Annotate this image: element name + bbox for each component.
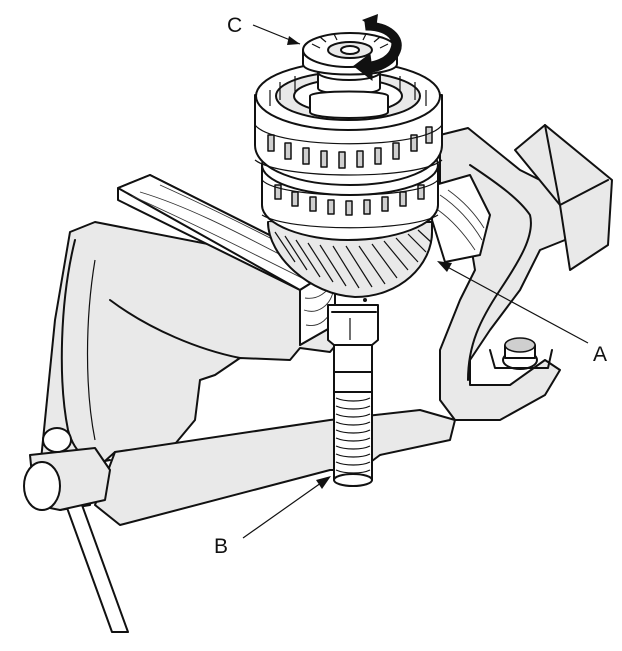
shaft-end [333, 473, 373, 487]
gear-bearing-stack [254, 61, 443, 241]
upper-ring-rollers [269, 76, 427, 106]
leader-arrowhead-c [287, 36, 300, 45]
lower-ring-slots [274, 184, 425, 216]
callout-label-c: C [227, 14, 242, 37]
bench-vise [23, 124, 613, 633]
helical-gear-teeth [274, 229, 432, 289]
shaft-splines [335, 397, 371, 474]
countershaft [327, 298, 379, 487]
callout-label-b: B [214, 535, 228, 558]
leader-line-a [439, 262, 589, 344]
upper-ring-slots [267, 126, 433, 169]
leader-line-b [242, 477, 329, 539]
helical-gear [267, 221, 433, 298]
locknut-notches [311, 33, 389, 49]
callout-label-a: A [593, 343, 607, 366]
leader-arrowhead-a [437, 261, 452, 272]
leader-arrowhead-b [316, 476, 331, 489]
left-wood-jaw-block [117, 174, 336, 346]
vise-screw-boss [23, 427, 111, 511]
vise-rear-block-edge [544, 124, 609, 206]
vise-rear-arm-inner [467, 164, 532, 381]
rear-bolt [489, 337, 553, 370]
vise-body-shadow [86, 259, 96, 441]
vise-body-ridge [109, 299, 241, 359]
rotation-arrow-icon [353, 14, 402, 82]
right-wood-jaw-block [431, 174, 491, 263]
callout-leaders [242, 24, 589, 539]
